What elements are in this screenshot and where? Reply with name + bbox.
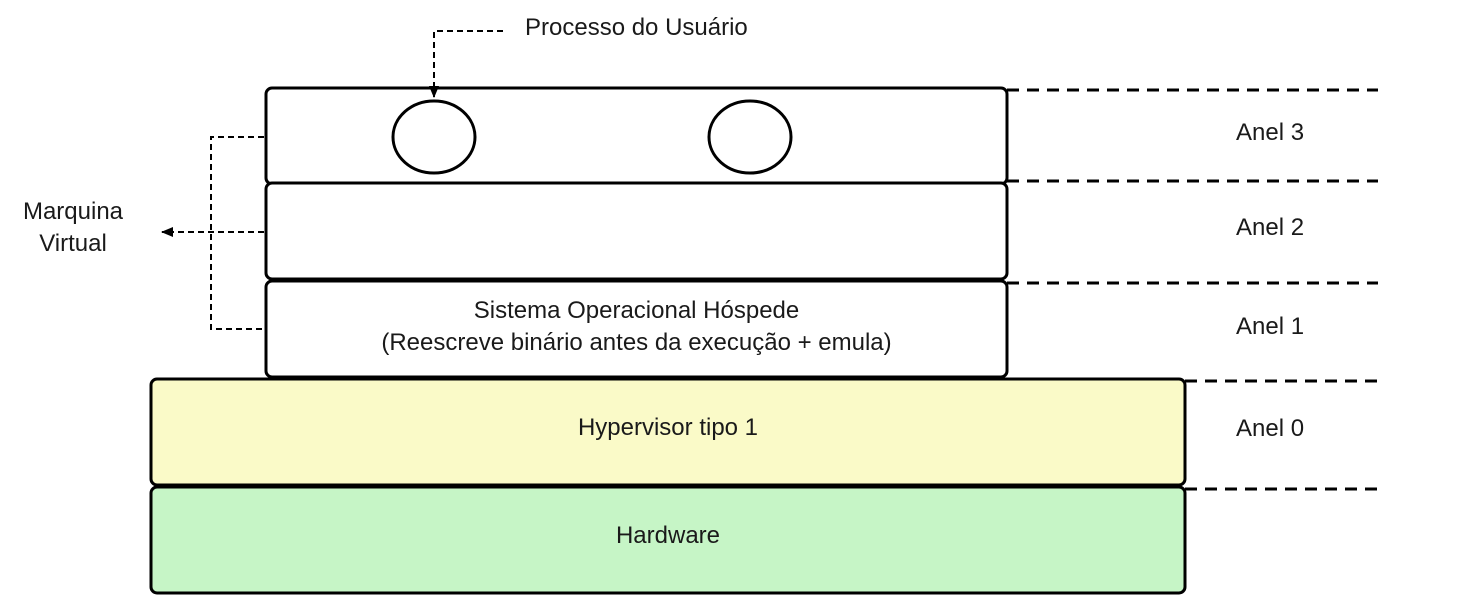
virtual-machine-label-line-1: Marquina bbox=[22, 198, 124, 225]
virtual-machine-label-line-2: Virtual bbox=[39, 230, 107, 257]
guest-os-description: (Reescreve binário antes da execução + e… bbox=[381, 329, 892, 356]
guest-os-box bbox=[264, 279, 1009, 379]
ring-1-label: Anel 1 bbox=[1236, 313, 1305, 340]
user-process-circle-1 bbox=[391, 99, 477, 175]
ring3-layer-box bbox=[264, 86, 1009, 186]
guest-os-label: Sistema Operacional Hóspede (Reescreve b… bbox=[266, 295, 1007, 359]
hardware-box bbox=[149, 485, 1187, 595]
hypervisor-label: Hypervisor tipo 1 bbox=[577, 414, 759, 441]
guest-os-title: Sistema Operacional Hóspede bbox=[473, 297, 800, 324]
user-process-label: Processo do Usuário bbox=[525, 14, 748, 41]
hypervisor-box bbox=[149, 377, 1187, 487]
virtual-machine-bracket bbox=[210, 136, 264, 330]
ring-3-label: Anel 3 bbox=[1236, 119, 1305, 146]
user-process-arrow bbox=[429, 30, 503, 98]
hardware-label: Hardware bbox=[615, 522, 721, 549]
ring-0-label: Anel 0 bbox=[1236, 415, 1305, 442]
user-process-circle-2 bbox=[707, 99, 793, 175]
ring2-layer-box bbox=[264, 181, 1009, 281]
virtual-machine-label: Marquina Virtual bbox=[0, 196, 146, 260]
ring-2-label: Anel 2 bbox=[1236, 214, 1305, 241]
